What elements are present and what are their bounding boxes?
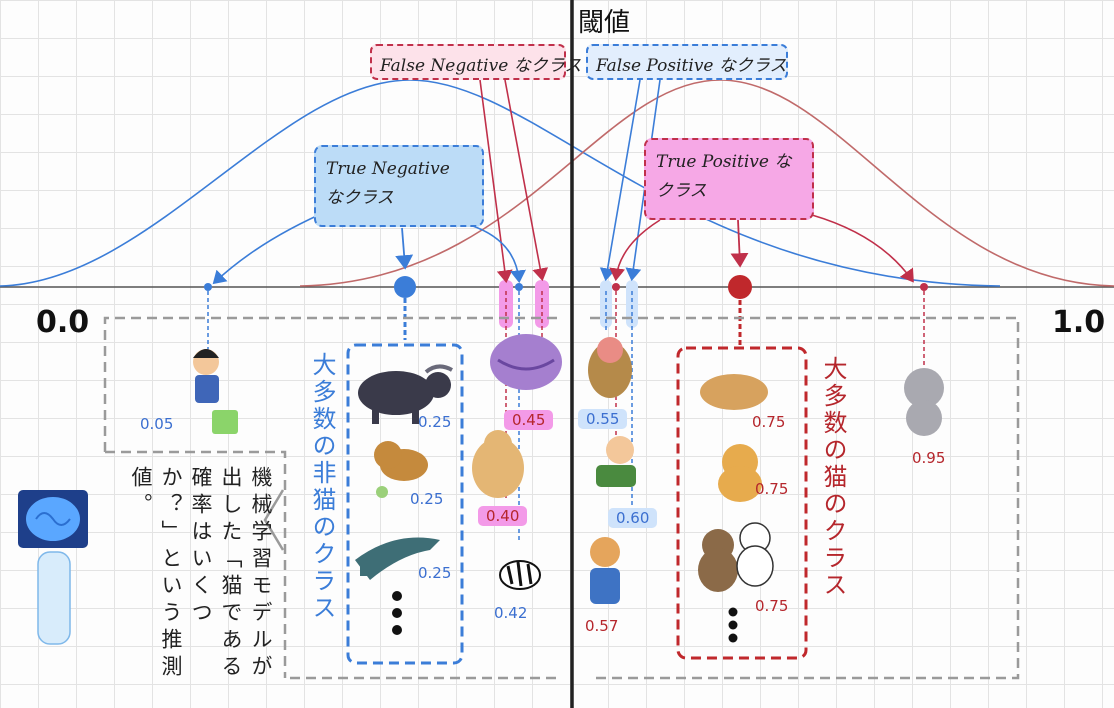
false-negative-label: False Negative なクラス bbox=[370, 44, 581, 80]
fp-highlight-1 bbox=[600, 280, 612, 328]
fn-highlight-2 bbox=[535, 280, 549, 328]
negative-region-left bbox=[105, 450, 287, 678]
cat-group-box bbox=[676, 346, 808, 660]
score-monkey: 0.55 bbox=[578, 409, 628, 429]
positive-distribution-curve bbox=[299, 79, 1114, 287]
true-negative-label: True Negative なクラス bbox=[314, 145, 484, 227]
point-0.42 bbox=[515, 283, 523, 291]
negative-distribution-curve bbox=[0, 79, 1001, 287]
score-child: 0.05 bbox=[140, 415, 174, 433]
score-cat-costume: 0.57 bbox=[585, 617, 619, 635]
man-icon bbox=[596, 436, 636, 487]
zebra-icon bbox=[499, 560, 541, 590]
score-cheshire: 0.45 bbox=[504, 410, 554, 430]
score-dog: 0.25 bbox=[410, 490, 444, 508]
point-0.05 bbox=[204, 283, 212, 291]
grey-cat-icon bbox=[904, 368, 944, 436]
score-zebra: 0.42 bbox=[494, 604, 528, 622]
score-sumo-cat: 0.40 bbox=[478, 506, 528, 526]
score-cat-2: 0.75 bbox=[755, 480, 789, 498]
brain-robot-icon bbox=[18, 490, 88, 645]
ellipsis-non-cat bbox=[392, 591, 402, 635]
cat-group-label: 大多数の猫のクラス bbox=[819, 356, 847, 599]
buffalo-icon bbox=[358, 364, 453, 424]
non-cat-group-label: 大多数の非猫のクラス bbox=[308, 352, 336, 622]
axis-left-label: 0.0 bbox=[36, 305, 90, 340]
point-0.25 bbox=[394, 276, 416, 298]
score-cat-1: 0.75 bbox=[752, 413, 786, 431]
point-0.75 bbox=[728, 275, 752, 299]
axis-right-label: 1.0 bbox=[1052, 305, 1106, 340]
negative-region-outline bbox=[103, 316, 560, 680]
threshold-title: 閾値 bbox=[578, 8, 631, 38]
cat-costume-icon bbox=[590, 537, 620, 604]
score-crocodile: 0.25 bbox=[418, 564, 452, 582]
sumo-cat-icon bbox=[472, 430, 524, 498]
fn-highlight-1 bbox=[499, 280, 513, 328]
monkey-icon bbox=[588, 337, 632, 398]
non-cat-group-box bbox=[346, 343, 464, 665]
score-man: 0.60 bbox=[608, 508, 658, 528]
point-0.57 bbox=[612, 283, 620, 291]
true-positive-label: True Positive なクラス bbox=[644, 138, 814, 220]
child-icon bbox=[193, 349, 238, 434]
dog-icon bbox=[374, 441, 428, 498]
positive-region-outline bbox=[590, 316, 1020, 680]
crocodile-icon bbox=[355, 537, 440, 580]
cheshire-cat-icon bbox=[490, 334, 562, 390]
score-grey-cat: 0.95 bbox=[912, 449, 946, 467]
ellipsis-cat bbox=[728, 607, 738, 643]
false-positive-label: False Positive なクラス bbox=[586, 44, 788, 80]
score-buffalo: 0.25 bbox=[418, 413, 452, 431]
score-cat-3: 0.75 bbox=[755, 597, 789, 615]
model-description: 機械学習モデルが出した「猫である確率はいくつか？」という推測値。 bbox=[129, 466, 273, 682]
fp-highlight-2 bbox=[626, 280, 638, 328]
point-0.95 bbox=[920, 283, 928, 291]
tabby-cat-icon bbox=[698, 374, 774, 592]
